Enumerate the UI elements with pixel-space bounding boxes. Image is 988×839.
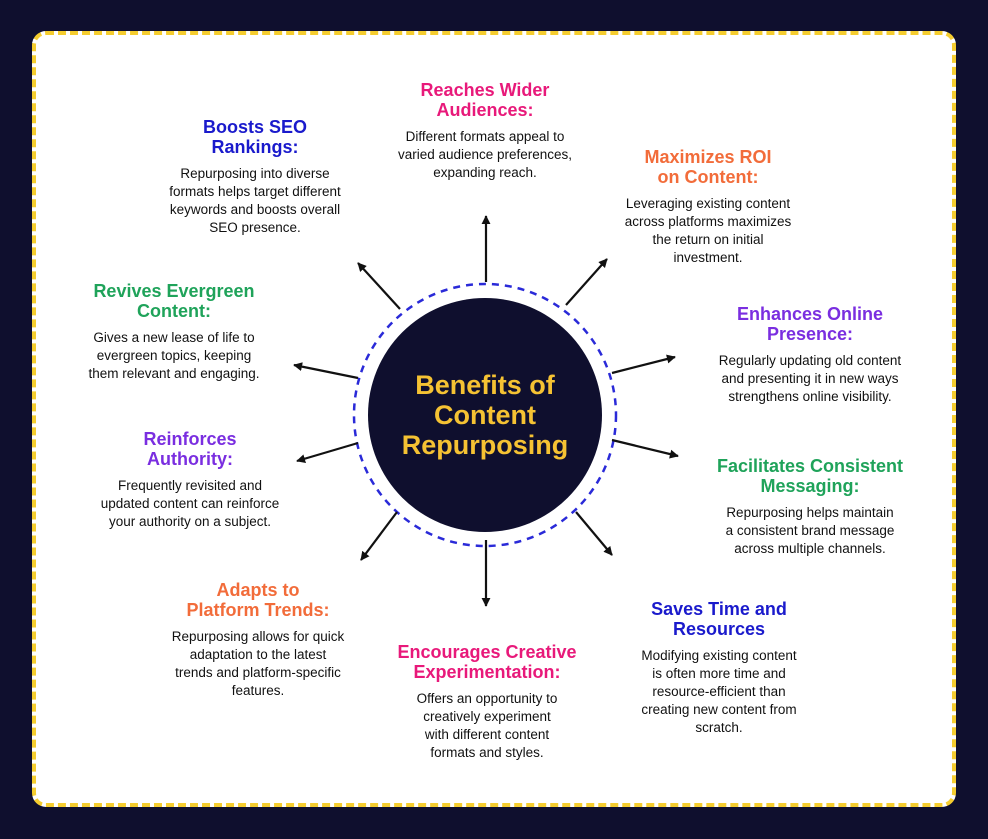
arrow-consistent: [611, 438, 679, 459]
benefit-reaches: Reaches Wider Audiences: Different forma…: [375, 80, 595, 182]
benefit-text: Different formats appeal to varied audie…: [397, 129, 573, 180]
benefit-title: Enhances Online Presence:: [736, 304, 884, 344]
benefit-evergreen: Revives Evergreen Content: Gives a new l…: [64, 281, 284, 383]
benefit-title: Reaches Wider Audiences:: [420, 80, 550, 120]
benefit-title: Revives Evergreen Content:: [93, 281, 255, 321]
benefit-title: Maximizes ROI on Content:: [644, 147, 772, 187]
benefit-text: Modifying existing content is often more…: [641, 648, 797, 735]
benefit-roi: Maximizes ROI on Content: Leveraging exi…: [598, 147, 818, 267]
arrow-seo: [357, 262, 401, 310]
benefit-authority: Reinforces Authority: Frequently revisit…: [80, 429, 300, 531]
arrow-authority: [296, 441, 359, 464]
benefit-text: Repurposing allows for quick adaptation …: [171, 629, 345, 698]
center-circle: Benefits of Content Repurposing: [368, 298, 602, 532]
arrow-online: [611, 354, 676, 375]
arrow-roi: [565, 258, 608, 306]
benefit-text: Leveraging existing content across platf…: [624, 196, 792, 265]
benefit-title: Boosts SEO Rankings:: [202, 117, 308, 157]
benefit-text: Regularly updating old content and prese…: [718, 353, 902, 404]
benefit-trends: Adapts to Platform Trends: Repurposing a…: [148, 580, 368, 700]
benefit-title: Adapts to Platform Trends:: [186, 580, 330, 620]
arrow-saves: [575, 511, 613, 556]
benefit-text: Offers an opportunity to creatively expe…: [416, 691, 558, 760]
benefit-title: Reinforces Authority:: [143, 429, 237, 469]
arrow-trends: [360, 511, 398, 561]
dashed-ring: [352, 282, 618, 548]
benefit-consistent: Facilitates Consistent Messaging: Repurp…: [690, 456, 930, 558]
benefit-text: Frequently revisited and updated content…: [100, 478, 280, 529]
benefit-saves: Saves Time and Resources Modifying exist…: [609, 599, 829, 737]
benefit-text: Gives a new lease of life to evergreen t…: [88, 330, 260, 381]
benefit-online: Enhances Online Presence: Regularly upda…: [690, 304, 930, 406]
benefit-seo: Boosts SEO Rankings: Repurposing into di…: [145, 117, 365, 237]
benefit-text: Repurposing helps maintain a consistent …: [725, 505, 895, 556]
center-title: Benefits of Content Repurposing: [401, 370, 569, 460]
benefit-title: Saves Time and Resources: [651, 599, 787, 639]
benefit-title: Facilitates Consistent Messaging:: [716, 456, 904, 496]
arrow-evergreen: [293, 362, 359, 380]
benefit-creative: Encourages Creative Experimentation: Off…: [372, 642, 602, 762]
benefit-text: Repurposing into diverse formats helps t…: [169, 166, 341, 235]
benefit-title: Encourages Creative Experimentation:: [397, 642, 577, 682]
